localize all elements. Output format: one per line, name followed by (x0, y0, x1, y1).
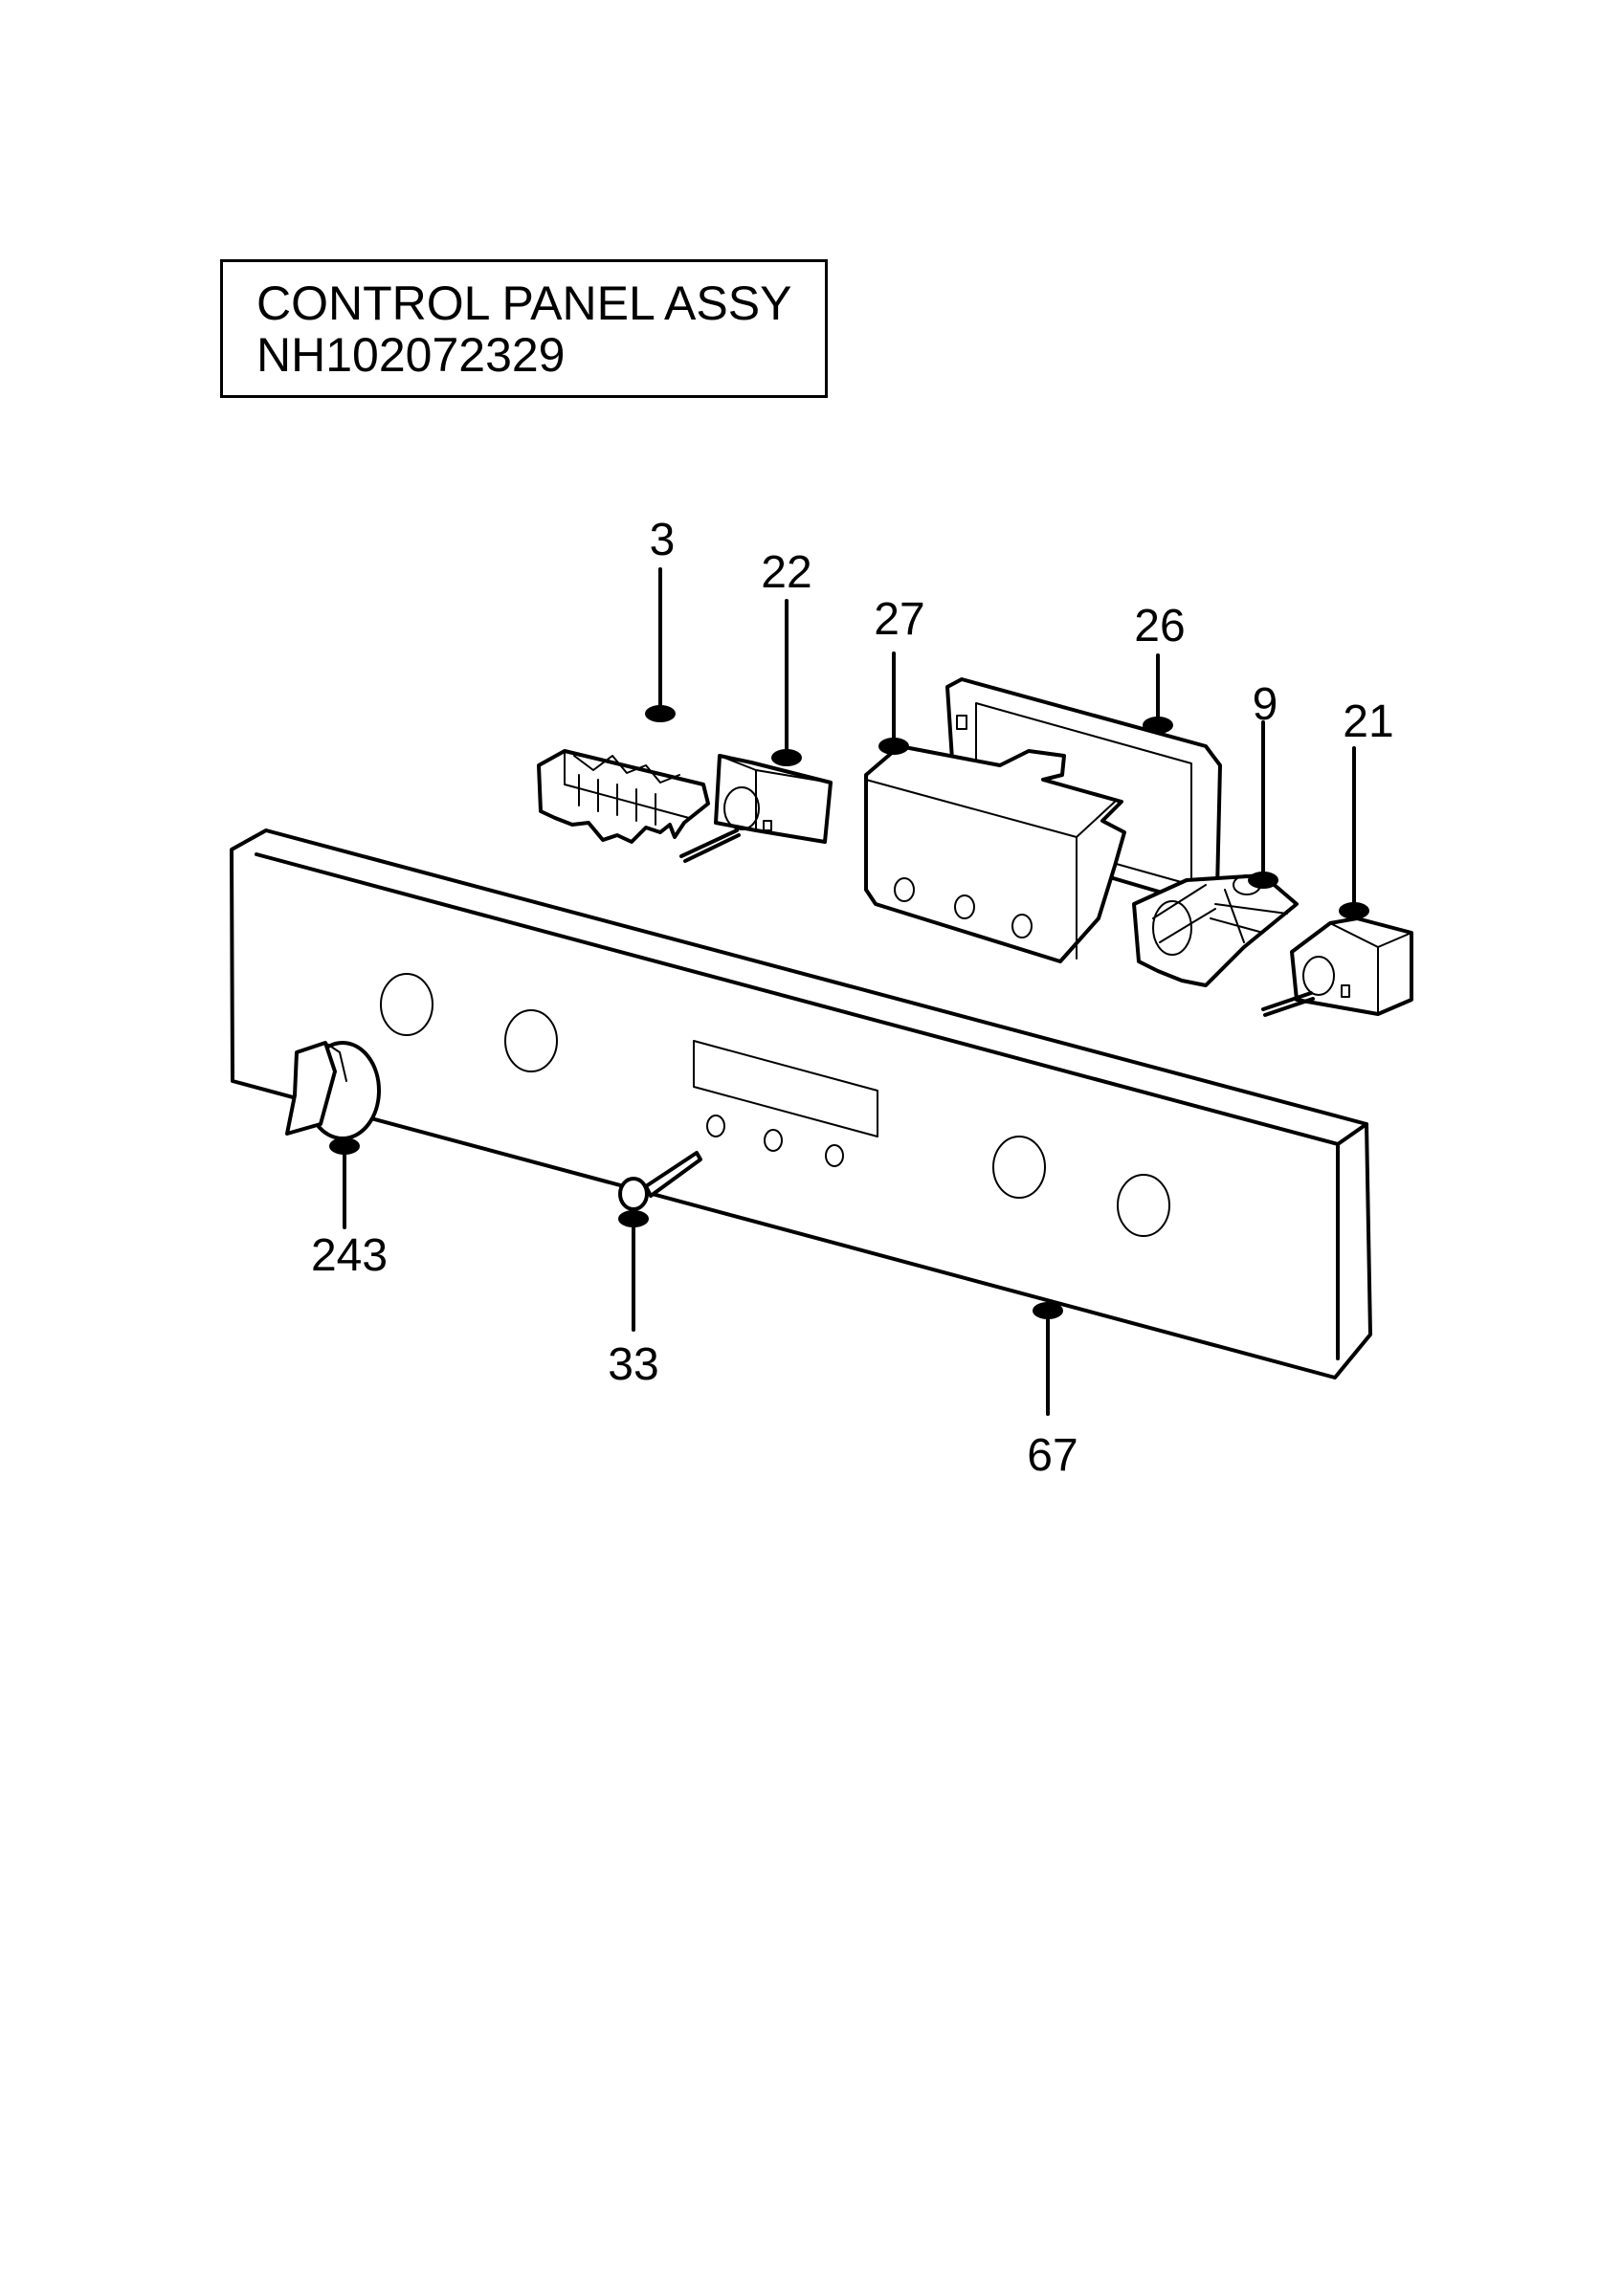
callout-label-243: 243 (311, 1230, 388, 1281)
push-button-pin (618, 1151, 702, 1211)
panel-knob-hole-2 (504, 1009, 558, 1072)
thermostat-right (1261, 916, 1413, 1017)
thermostat (679, 754, 833, 863)
callout-dot (1248, 872, 1278, 889)
callout-label-22: 22 (761, 547, 811, 598)
callout-dot (645, 705, 676, 722)
callout-243: 243 (311, 1137, 388, 1281)
callout-dot (878, 738, 909, 755)
callout-label-9: 9 (1253, 679, 1278, 730)
panel-knob-hole-4 (1117, 1174, 1170, 1237)
assembly-title: CONTROL PANEL ASSY (256, 276, 792, 330)
callout-dot (329, 1137, 360, 1155)
title-box: CONTROL PANEL ASSY NH102072329 (220, 259, 828, 398)
callout-26: 26 (1134, 601, 1186, 734)
callout-dot (618, 1210, 649, 1227)
callout-label-26: 26 (1134, 601, 1185, 651)
callout-dot (1143, 717, 1173, 734)
callout-label-33: 33 (608, 1339, 658, 1390)
control-knob (285, 1041, 381, 1140)
assembly-part-number: NH102072329 (256, 328, 566, 382)
callout-3: 3 (645, 515, 676, 722)
callout-dot (1033, 1302, 1063, 1319)
callout-label-27: 27 (874, 594, 924, 645)
function-switch (1132, 873, 1299, 987)
electronic-timer (864, 744, 1126, 963)
callout-dot (771, 749, 802, 766)
callout-21: 21 (1339, 696, 1394, 919)
callout-label-67: 67 (1027, 1430, 1078, 1481)
display-window (693, 1040, 878, 1137)
callout-27: 27 (874, 594, 925, 755)
panel-knob-hole-1 (380, 973, 433, 1036)
panel-button-hole-2 (764, 1129, 783, 1152)
panel-knob-hole-3 (992, 1136, 1046, 1199)
panel-button-hole-3 (825, 1144, 844, 1167)
callout-dot (1339, 902, 1369, 919)
callout-33: 33 (608, 1210, 659, 1390)
selector-switch (537, 749, 710, 844)
control-panel-fascia (230, 828, 1372, 1380)
callout-22: 22 (761, 547, 812, 766)
callout-67: 67 (1027, 1302, 1078, 1481)
callout-label-3: 3 (650, 515, 676, 565)
callout-9: 9 (1248, 679, 1278, 889)
panel-button-hole-1 (706, 1115, 725, 1137)
callout-label-21: 21 (1343, 696, 1393, 747)
